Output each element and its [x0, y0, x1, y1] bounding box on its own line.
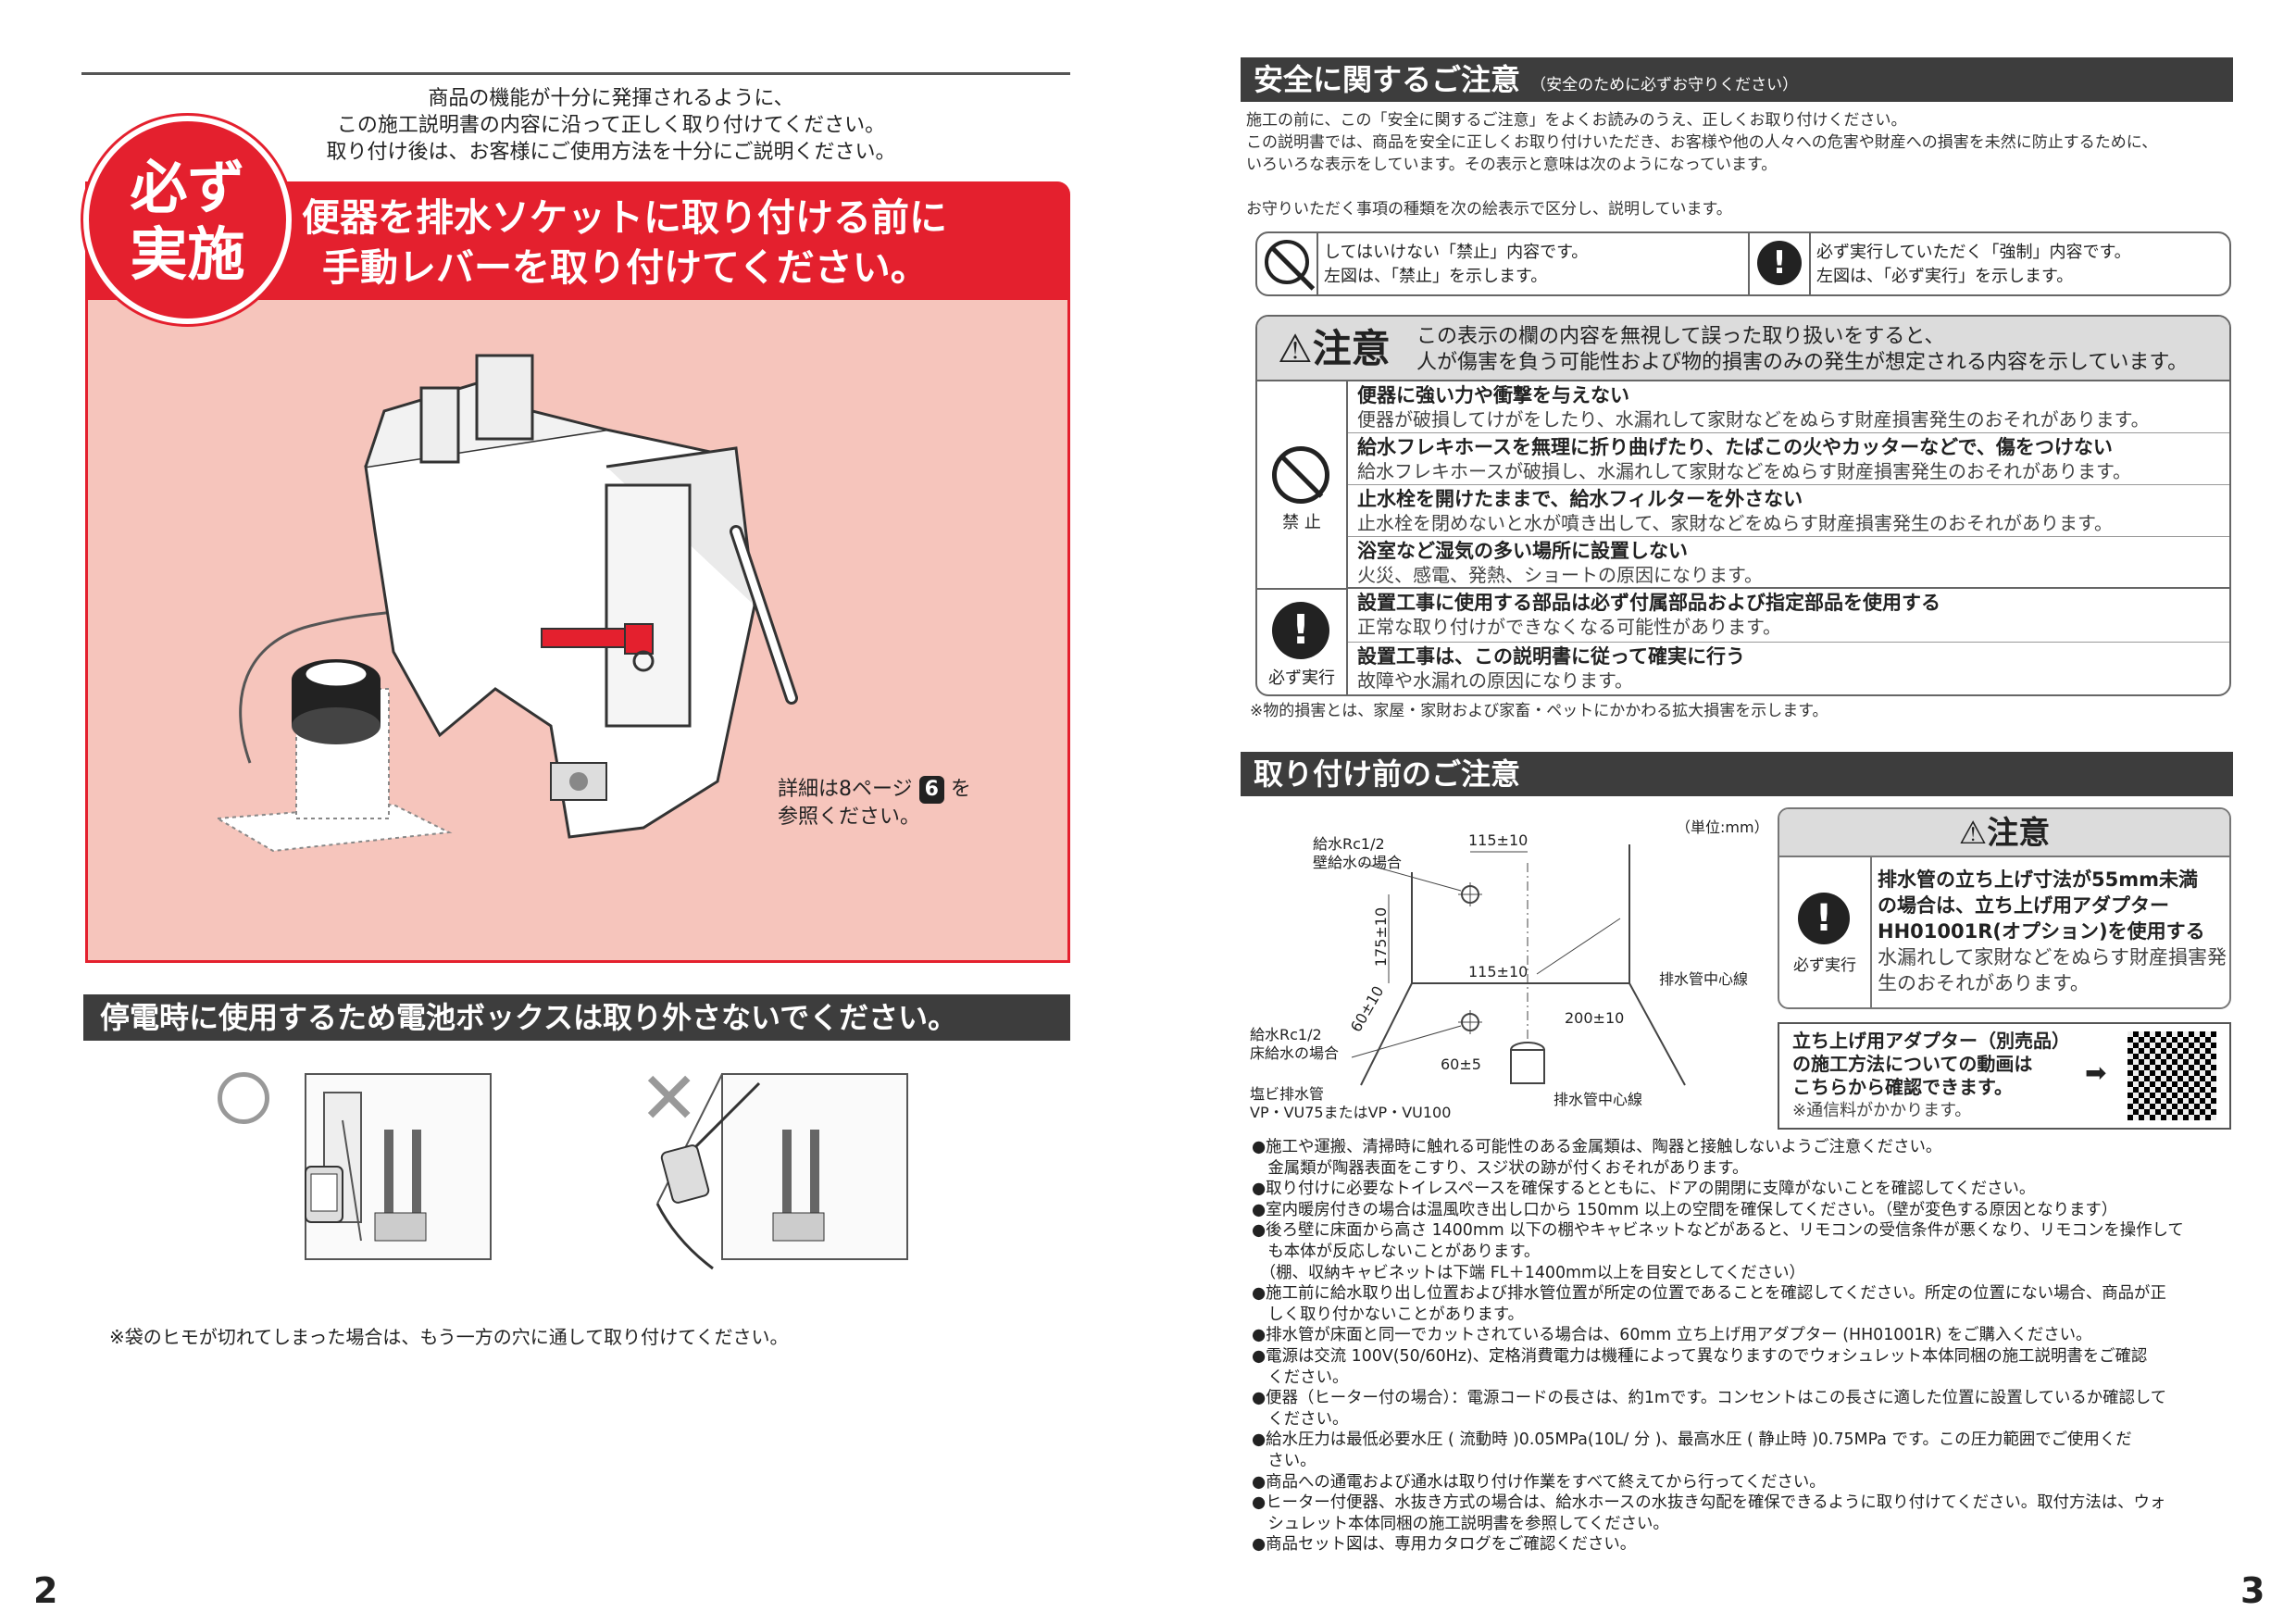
prohibit-icon	[1265, 240, 1309, 284]
caution-header: ⚠注意 この表示の欄の内容を無視して誤った取り扱いをすると、 人が傷害を負う可能…	[1257, 317, 2229, 381]
top-rule	[81, 72, 1070, 75]
caution-row: 浴室など湿気の多い場所に設置しない 火災、感電、発熱、ショートの原因になります。	[1348, 537, 2229, 589]
caution-row: 設置工事は、この説明書に従って確実に行う 故障や水漏れの原因になります。	[1357, 645, 1745, 692]
illustration-panel	[85, 300, 1070, 963]
caution-row: 便器に強い力や衝撃を与えない 便器が破損してけがをしたり、水漏れして家財などをぬ…	[1348, 381, 2229, 433]
caution-table: ⚠注意 この表示の欄の内容を無視して誤った取り扱いをすると、 人が傷害を負う可能…	[1255, 315, 2231, 696]
detail-reference-note: 詳細は8ページ 6 を 参照ください。	[778, 776, 971, 829]
intro-text: 商品の機能が十分に発揮されるように、 この施工説明書の内容に沿って正しく取り付け…	[326, 87, 896, 164]
must-do-icon: !	[1798, 893, 1850, 944]
symbol-intro: お守りいただく事項の種類を次の絵表示で区分し、説明しています。	[1246, 200, 1732, 219]
must-badge: 必ず 実施	[83, 116, 292, 324]
must-do-icon: !	[1757, 241, 1802, 285]
battery-box-correct-illustration	[305, 1073, 492, 1260]
step-number-badge: 6	[918, 776, 944, 804]
installation-dimension-diagram: （単位:mm） 給水Rc1/2 壁給水の場合 115±10 175±10 115…	[1250, 818, 1769, 1121]
pre-install-notes: ●施工や運搬、清掃時に触れる可能性のある金属類は、陶器と接触しないようご注意くだ…	[1252, 1138, 2184, 1555]
incorrect-mark-icon: ✕	[639, 1057, 700, 1141]
battery-box-incorrect-illustration	[655, 1073, 908, 1270]
warning-triangle-icon: ⚠	[1958, 815, 1988, 852]
page-number-left: 2	[33, 1570, 58, 1611]
qr-code[interactable]	[2128, 1031, 2216, 1120]
symbol-legend: してはいけない「禁止」内容です。 左図は、「禁止」を示します。 ! 必ず実行して…	[1255, 231, 2231, 296]
page-number-right: 3	[2240, 1570, 2265, 1611]
caution-row: 止水栓を開けたままで、給水フィルターを外さない 止水栓を閉めないと水が噴き出して…	[1348, 485, 2229, 537]
banner-title: 便器を排水ソケットに取り付ける前に 手動レバーを取り付けてください。	[302, 195, 947, 290]
video-info-box: 立ち上げ用アダプター（別売品） の施工方法についての動画は こちらから確認できま…	[1778, 1022, 2231, 1130]
adapter-caution-box: ⚠注意 ! 必ず実行 排水管の立ち上げ寸法が55mm未満 の場合は、立ち上げ用ア…	[1778, 807, 2231, 1009]
arrow-right-icon: ➡	[2085, 1057, 2107, 1088]
caution-row: 給水フレキホースを無理に折り曲げたり、たばこの火やカッターなどで、傷をつけない …	[1348, 433, 2229, 485]
warning-triangle-icon: ⚠	[1278, 326, 1313, 371]
safety-heading: 安全に関するご注意 （安全のために必ずお守りください）	[1241, 57, 2233, 102]
safety-intro: 施工の前に、この「安全に関するご注意」をよくお読みのうえ、正しくお取り付けくださ…	[1246, 111, 2158, 174]
prohibit-icon	[1272, 446, 1329, 504]
pre-install-heading: 取り付け前のご注意	[1241, 752, 2233, 796]
correct-mark-icon	[218, 1072, 269, 1124]
property-damage-note: ※物的損害とは、家屋・家財および家畜・ペットにかかわる拡大損害を示します。	[1250, 702, 1828, 720]
must-do-icon: !	[1272, 602, 1329, 659]
battery-box-heading: 停電時に使用するため電池ボックスは取り外さないでください。	[83, 994, 1070, 1041]
toilet-tank-illustration	[214, 354, 798, 853]
string-footnote: ※袋のヒモが切れてしまった場合は、もう一方の穴に通して取り付けてください。	[109, 1326, 789, 1348]
caution-row: 設置工事に使用する部品は必ず付属部品および指定部品を使用する 正常な取り付けがで…	[1348, 589, 2229, 643]
